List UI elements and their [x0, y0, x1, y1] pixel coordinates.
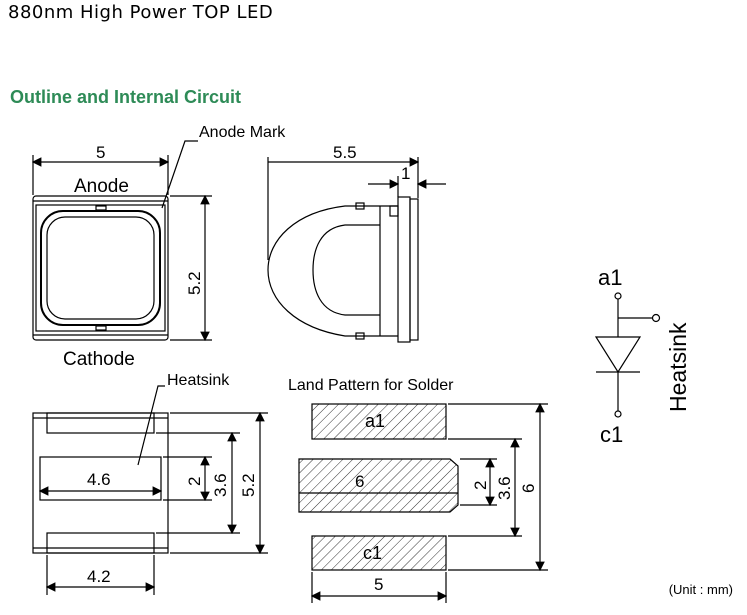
lens-outer — [40, 210, 161, 326]
side-depth-dim: 5.5 — [333, 143, 357, 162]
package-body — [32, 195, 169, 341]
bottom-lead-bottom — [46, 532, 155, 554]
land-width-dim: 5 — [374, 575, 383, 594]
circuit-heatsink-label: Heatsink — [665, 322, 691, 412]
top-height-dim: 5.2 — [185, 271, 204, 295]
top-width-dim: 5 — [96, 143, 105, 162]
land-pad-center-label: 6 — [355, 472, 364, 491]
bottom-view — [32, 385, 268, 595]
side-lead-dim: 1 — [401, 164, 410, 183]
bottom-heatsink-pad — [39, 456, 162, 501]
bottom-pad-height-dim: 2 — [185, 477, 204, 486]
land-dim-3-6: 3.6 — [495, 476, 514, 500]
unit-note: (Unit : mm) — [668, 582, 733, 597]
bottom-pad-width-dim: 4.6 — [87, 470, 111, 489]
bottom-lead-width-dim: 4.2 — [87, 567, 111, 586]
land-pad-center — [298, 458, 459, 513]
land-pattern-title: Land Pattern for Solder — [288, 377, 454, 394]
cathode-label: Cathode — [63, 349, 135, 370]
lens-inner — [46, 216, 155, 320]
side-view — [267, 157, 446, 343]
bottom-outer-height-dim: 5.2 — [239, 473, 258, 497]
bottom-heatsink-label: Heatsink — [167, 372, 230, 389]
bottom-lead-top — [46, 412, 155, 434]
bottom-inner-height-dim: 3.6 — [211, 473, 230, 497]
circuit-anode-label: a1 — [598, 265, 622, 290]
diode-symbol — [594, 292, 661, 418]
section-title: Outline and Internal Circuit — [10, 87, 242, 107]
circuit-cathode-label: c1 — [600, 422, 623, 447]
land-pattern — [298, 403, 459, 571]
land-pad-c1-label: c1 — [363, 543, 382, 563]
anode-mark-label: Anode Mark — [199, 124, 286, 141]
land-pad-a1 — [311, 403, 447, 440]
anode-label: Anode — [74, 176, 129, 197]
land-dim-2: 2 — [471, 481, 490, 490]
land-dim-6: 6 — [519, 484, 538, 493]
land-pad-c1 — [311, 535, 447, 571]
land-pad-a1-label: a1 — [365, 411, 385, 431]
top-view — [31, 140, 212, 342]
page-title: 880nm High Power TOP LED — [8, 2, 274, 23]
